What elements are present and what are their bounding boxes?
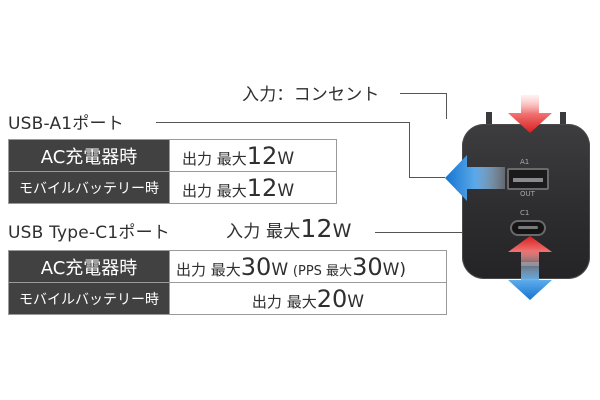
usb-c-port-tag: C1 <box>520 209 530 217</box>
usb-a-leader-line <box>156 122 409 123</box>
usb-c-spec-table: AC充電器時 出力 最大30W (PPS 最大30W) モバイルバッテリー時 出… <box>8 250 447 315</box>
usb-a-port <box>507 168 549 190</box>
table-row: AC充電器時 出力 最大30W (PPS 最大30W) <box>8 250 447 283</box>
usb-a-port-title: USB-A1ポート <box>8 114 124 134</box>
usb-a-port-sub: OUT <box>520 190 535 198</box>
usb-a-spec-table: AC充電器時 出力 最大12W モバイルバッテリー時 出力 最大12W <box>8 139 337 204</box>
input-arrow-icon <box>508 95 552 133</box>
usb-a-output-arrow-icon <box>445 155 505 201</box>
usb-a-leader-line-h2 <box>409 177 445 178</box>
usb-c-output-arrow-icon <box>508 262 552 300</box>
table-row: モバイルバッテリー時 出力 最大20W <box>8 282 447 315</box>
usb-c-input-arrow-icon <box>508 236 552 266</box>
usb-a-ac-value: 出力 最大12W <box>182 141 295 170</box>
table-row: モバイルバッテリー時 出力 最大12W <box>8 171 337 204</box>
usb-c-port-title: USB Type-C1ポート <box>8 223 170 243</box>
usb-c-ac-value: 出力 最大30W (PPS 最大30W) <box>176 252 407 281</box>
usb-c-port <box>510 220 546 236</box>
input-callout-line <box>400 93 446 94</box>
usb-a-battery-value: 出力 最大12W <box>182 173 295 202</box>
charger-prongs <box>486 112 566 126</box>
usb-a-ac-label: AC充電器時 <box>40 146 138 168</box>
usb-a-port-tag: A1 <box>520 158 530 166</box>
usb-c-battery-label: モバイルバッテリー時 <box>19 291 159 308</box>
input-callout-label: 入力：コンセント <box>242 85 380 105</box>
usb-a-leader-line-v <box>409 122 410 177</box>
usb-a-battery-label: モバイルバッテリー時 <box>19 180 159 197</box>
usb-c-battery-value: 出力 最大20W <box>251 284 365 313</box>
input-callout-line-v <box>446 93 447 119</box>
table-row: AC充電器時 出力 最大12W <box>8 139 337 172</box>
usb-c-ac-label: AC充電器時 <box>40 257 138 279</box>
usb-c-leader-line <box>375 232 462 233</box>
usb-c-input-spec: 入力 最大12W <box>226 214 352 243</box>
